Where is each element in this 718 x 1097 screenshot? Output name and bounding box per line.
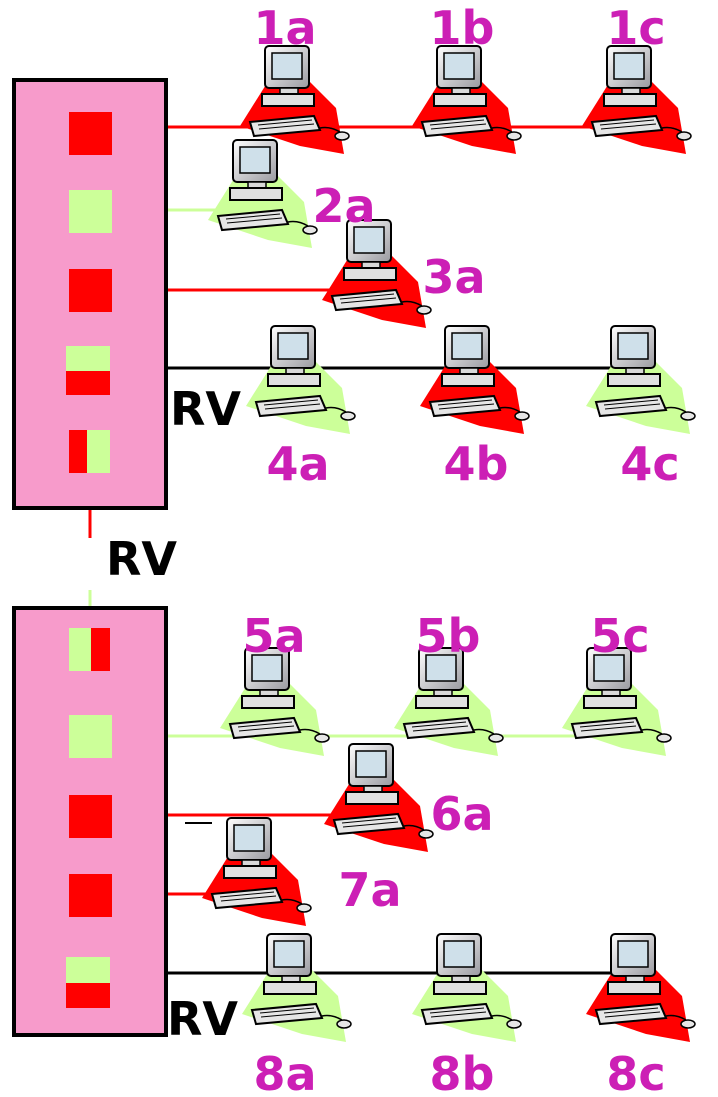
rv-label-bottom: RV xyxy=(167,992,238,1046)
port-uplink-left xyxy=(69,430,91,473)
labels: 1a 1b 1c 2a 3a 4a 4b 4c 5a 5b 5c 6a 7a 8… xyxy=(106,1,680,1097)
label-3a: 3a xyxy=(422,250,485,304)
computer-1c xyxy=(582,45,692,154)
computer-4b xyxy=(420,325,530,434)
computer-7a xyxy=(202,817,312,926)
computer-8a xyxy=(242,933,352,1042)
label-5c: 5c xyxy=(590,609,649,663)
computer-5a xyxy=(220,647,330,756)
rv-label-top: RV xyxy=(170,382,241,436)
label-2a: 2a xyxy=(312,179,375,233)
label-8a: 8a xyxy=(253,1047,316,1097)
port-8-upper xyxy=(66,957,110,983)
label-1c: 1c xyxy=(606,1,665,55)
label-5b: 5b xyxy=(416,609,481,663)
computer-3a xyxy=(322,219,432,328)
port-8-lower xyxy=(66,983,110,1008)
port-6 xyxy=(69,795,112,838)
computer-1b xyxy=(412,45,522,154)
label-6a: 6a xyxy=(430,787,493,841)
label-4b: 4b xyxy=(444,437,509,491)
port-7 xyxy=(69,874,112,917)
computer-1a xyxy=(240,45,350,154)
switch-bottom xyxy=(12,606,168,1037)
label-1b: 1b xyxy=(430,1,495,55)
label-1a: 1a xyxy=(253,1,316,55)
computer-8b xyxy=(412,933,522,1042)
port-uplink-right xyxy=(87,430,110,473)
computer-4c xyxy=(586,325,696,434)
computer-8c xyxy=(586,933,696,1042)
computer-5b xyxy=(394,647,504,756)
rv-label-link: RV xyxy=(106,532,177,586)
port-4-lower xyxy=(66,371,110,395)
port-2 xyxy=(69,190,112,233)
computer-2a xyxy=(208,139,318,248)
port-5 xyxy=(69,715,112,758)
port-uplink-left xyxy=(69,628,91,671)
port-1 xyxy=(69,112,112,155)
label-7a: 7a xyxy=(338,863,401,917)
computer-5c xyxy=(562,647,672,756)
port-uplink-right xyxy=(91,628,110,671)
label-8b: 8b xyxy=(430,1047,495,1097)
label-4c: 4c xyxy=(620,437,679,491)
label-5a: 5a xyxy=(242,609,305,663)
port-4-upper xyxy=(66,346,110,371)
port-3 xyxy=(69,269,112,312)
computers xyxy=(202,45,696,1042)
switch-top xyxy=(12,78,168,510)
label-4a: 4a xyxy=(266,437,329,491)
computer-4a xyxy=(246,325,356,434)
label-8c: 8c xyxy=(606,1047,665,1097)
computer-6a xyxy=(324,743,434,852)
